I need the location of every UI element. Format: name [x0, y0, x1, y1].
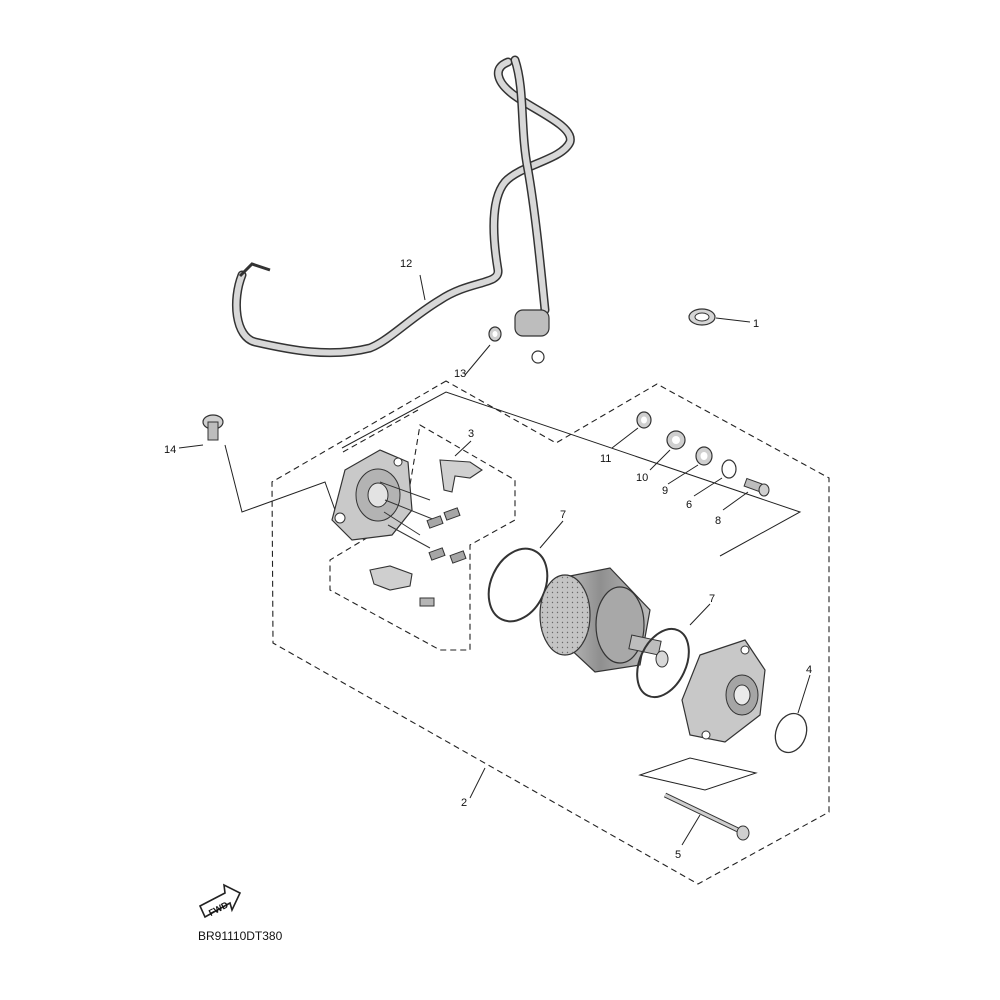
bracket-line-pad [638, 757, 758, 791]
bolt-part-8 [743, 477, 770, 497]
bolt-part-14 [202, 414, 224, 441]
brush-set-part-3 [369, 459, 483, 607]
through-bolt-part-5 [663, 792, 750, 841]
callout-labels: 1 12 13 14 3 11 10 9 6 8 7 7 4 2 5 [164, 258, 812, 861]
front-cover-part [681, 639, 766, 743]
armature-yoke-part [539, 567, 669, 673]
washer-part-9 [695, 446, 713, 466]
fwd-arrow-icon: FWD [198, 883, 242, 919]
callout-8: 8 [715, 515, 721, 527]
drawing-code: BR91110DT380 [198, 929, 283, 943]
washer-part-10 [666, 430, 686, 450]
callout-6: 6 [686, 499, 692, 511]
o-ring-part-7-right [636, 627, 690, 699]
callout-10: 10 [636, 472, 648, 484]
callout-5: 5 [675, 849, 681, 861]
callout-3: 3 [468, 428, 474, 440]
callout-7-right: 7 [709, 593, 715, 605]
callout-9: 9 [662, 485, 668, 497]
callout-7-left: 7 [560, 509, 566, 521]
nut-part-11 [636, 411, 652, 429]
rear-cover-part [331, 449, 436, 549]
assembly-outline-inner [342, 409, 419, 453]
o-ring-part-4 [774, 712, 808, 754]
o-ring-part-6 [721, 459, 737, 479]
callout-14: 14 [164, 444, 176, 456]
callout-13: 13 [454, 368, 466, 380]
callout-12: 12 [400, 258, 412, 270]
lead-wire-part [231, 55, 575, 364]
clip-part [688, 308, 716, 326]
callout-11: 11 [600, 453, 611, 465]
callout-2: 2 [461, 797, 467, 809]
callout-4: 4 [806, 664, 812, 676]
bracket-line-bolt [224, 444, 336, 513]
leader-lines [178, 274, 811, 846]
bracket-line-terminal [341, 391, 802, 557]
callout-1: 1 [753, 318, 759, 330]
nut-part-13 [488, 326, 502, 342]
assembly-2-outline [271, 380, 830, 885]
